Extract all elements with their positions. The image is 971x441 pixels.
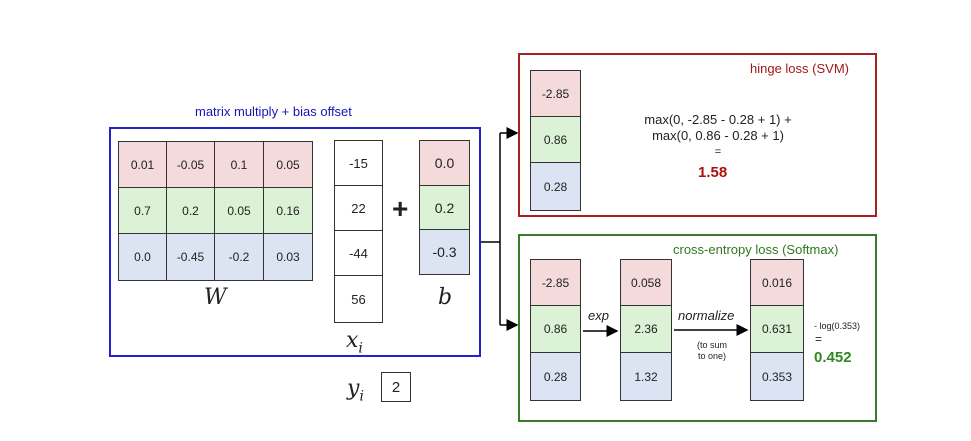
exp-value-cell: 2.36 xyxy=(620,305,672,353)
x-cell: 56 xyxy=(334,275,383,323)
softmax-score-cell: -2.85 xyxy=(530,259,581,306)
w-cell: -0.45 xyxy=(166,233,215,281)
svm-formula: max(0, -2.85 - 0.28 + 1) + max(0, 0.86 -… xyxy=(600,112,836,160)
normalize-note-line2: to one) xyxy=(697,351,727,361)
w-cell: 0.0 xyxy=(118,233,167,281)
normalize-label: normalize xyxy=(678,308,735,323)
w-label: W xyxy=(204,285,227,310)
svm-score-cell: 0.86 xyxy=(530,116,581,163)
softmax-panel-title: cross-entropy loss (Softmax) xyxy=(673,242,839,257)
softmax-score-cell: 0.28 xyxy=(530,352,581,401)
y-value-box: 2 xyxy=(381,372,411,402)
w-cell: 0.01 xyxy=(118,141,167,188)
x-cell: -15 xyxy=(334,140,383,186)
b-cell: -0.3 xyxy=(419,229,470,275)
softmax-result: 0.452 xyxy=(814,349,852,366)
svm-panel-frame xyxy=(518,53,877,217)
y-label-subscript: i xyxy=(359,388,364,405)
normalize-note: (to sum to one) xyxy=(682,340,742,362)
w-cell: 0.05 xyxy=(214,187,264,234)
svm-formula-line1: max(0, -2.85 - 0.28 + 1) + xyxy=(644,112,792,127)
softmax-score-cell: 0.86 xyxy=(530,305,581,353)
exp-value-cell: 0.058 xyxy=(620,259,672,306)
x-cell: 22 xyxy=(334,185,383,231)
svm-result: 1.58 xyxy=(698,164,728,181)
svm-equals: = xyxy=(714,146,722,158)
svm-formula-line2: max(0, 0.86 - 0.28 + 1) xyxy=(652,128,784,143)
plus-sign: + xyxy=(392,193,409,224)
left-panel-title: matrix multiply + bias offset xyxy=(195,104,352,119)
y-label-main: y xyxy=(347,376,360,401)
svm-panel-title: hinge loss (SVM) xyxy=(750,61,849,76)
prob-cell: 0.631 xyxy=(750,305,804,353)
w-cell: 0.03 xyxy=(263,233,313,281)
x-label-subscript: i xyxy=(358,340,363,357)
normalize-note-line1: (to sum xyxy=(696,340,727,350)
softmax-panel-frame xyxy=(518,234,877,422)
b-cell: 0.2 xyxy=(419,185,470,230)
softmax-equals: = xyxy=(815,332,823,346)
prob-cell: 0.016 xyxy=(750,259,804,306)
softmax-loss-formula: - log(0.353) xyxy=(814,321,861,331)
w-cell: 0.1 xyxy=(214,141,264,188)
b-label: b xyxy=(438,285,453,310)
svm-score-cell: 0.28 xyxy=(530,162,581,211)
svm-score-cell: -2.85 xyxy=(530,70,581,117)
exp-value-cell: 1.32 xyxy=(620,352,672,401)
w-cell: -0.2 xyxy=(214,233,264,281)
left-panel-frame xyxy=(109,127,481,357)
exp-label: exp xyxy=(588,308,609,323)
y-label: yi xyxy=(347,376,364,404)
x-label: xi xyxy=(346,328,363,356)
w-cell: 0.16 xyxy=(263,187,313,234)
x-label-main: x xyxy=(346,328,359,353)
prob-cell: 0.353 xyxy=(750,352,804,401)
x-cell: -44 xyxy=(334,230,383,276)
w-cell: 0.05 xyxy=(263,141,313,188)
